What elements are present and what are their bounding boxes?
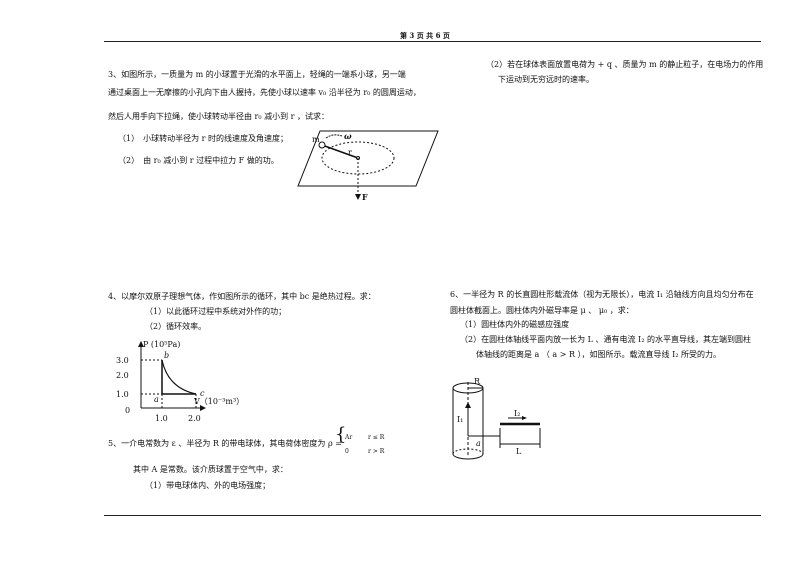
svg-text:V（10⁻³m³）: V（10⁻³m³） — [193, 397, 244, 406]
svg-text:r: r — [348, 148, 352, 157]
svg-text:c: c — [200, 389, 205, 398]
q3-sub2: （2） 由 r₀ 减小到 r 过程中拉力 F 做的功。 — [118, 156, 279, 165]
pv-diagram: P (10⁵Pa) V（10⁻³m³） 3.0 2.0 1.0 0 1.0 2.… — [116, 340, 244, 423]
table-plane — [297, 130, 439, 187]
svg-text:b: b — [164, 351, 169, 360]
case1-expr: Ar — [345, 434, 353, 441]
page-number: 第 3 页 共 6 页 — [400, 31, 450, 40]
svg-text:3.0: 3.0 — [116, 356, 129, 365]
q6-sub1: （1）圆柱体内外的磁感应强度 — [460, 320, 570, 329]
arrow-down-icon — [355, 194, 361, 200]
case2-cond: r > R — [368, 448, 385, 455]
q3-text: 然后人用手向下拉绳，使小球转动半径由 r₀ 减小到 r ，试求： — [108, 112, 330, 121]
svg-text:0: 0 — [125, 406, 130, 415]
svg-text:2.0: 2.0 — [116, 371, 129, 380]
svg-text:F: F — [362, 192, 368, 202]
q3-text: 3、如图所示，一质量为 m 的小球置于光滑的水平面上，轻绳的一端系小球，另一端 — [108, 70, 406, 79]
q5-text: 5、一介电常数为 ε 、半径为 R 的带电球体，其电荷体密度为 ρ = — [108, 439, 342, 448]
svg-text:ω: ω — [344, 131, 352, 141]
svg-text:P (10⁵Pa): P (10⁵Pa) — [143, 340, 180, 349]
case2-expr: 0 — [345, 448, 349, 455]
svg-text:L: L — [516, 447, 522, 456]
q6-text: 6、一半径为 R 的长直圆柱形载流体（视为无限长），电流 I₁ 沿轴线方向且均匀… — [450, 290, 754, 299]
cylinder-figure: R I₁ I₂ a L — [452, 377, 541, 460]
q3-sub1: （1） 小球转动半径为 r 时的线速度及角速度； — [118, 134, 288, 143]
q4-sub1: （1）以此循环过程中系统对外作的功； — [145, 307, 287, 316]
q4-text: 4、以摩尔双原子理想气体，作如图所示的循环，其中 bc 是绝热过程。求： — [108, 292, 376, 301]
q5-sub2: 下运动到无穷远时的速率。 — [498, 75, 594, 84]
q6-sub2: 体轴线的距离是 a （ a > R ），如图所示。载流直导线 I₂ 所受的力。 — [476, 350, 721, 359]
q3-text: 通过桌面上一无摩擦的小孔向下由人握持，先使小球以速率 v₀ 沿半径为 r₀ 的圆… — [108, 88, 421, 97]
svg-text:I₁: I₁ — [457, 415, 463, 424]
q3-figure: m ω r F — [297, 130, 439, 202]
svg-text:2.0: 2.0 — [188, 414, 201, 423]
svg-text:R: R — [474, 377, 481, 386]
brace: { — [335, 424, 347, 445]
footer-rule — [104, 515, 761, 516]
q6-text: 圆柱体截面上。圆柱体内外磁导率是 μ 、 μ₀ ，求： — [450, 306, 634, 315]
q4-sub2: （2）循环效率。 — [145, 322, 207, 331]
q5-text: 其中 A 是常数。该介质球置于空气中，求： — [133, 465, 288, 474]
header-rule — [104, 41, 761, 42]
svg-text:a: a — [476, 439, 481, 448]
q5-sub2: （2）若在球体表面放置电荷为 + q 、质量为 m 的静止粒子，在电场力的作用 — [486, 60, 764, 69]
svg-text:m: m — [312, 135, 320, 144]
circular-path — [321, 141, 395, 175]
ball — [318, 141, 326, 149]
svg-text:I₂: I₂ — [514, 409, 520, 418]
svg-text:a: a — [154, 395, 159, 404]
svg-text:1.0: 1.0 — [116, 390, 129, 399]
q5-sub1: （1）带电球体内、外的电场强度； — [145, 481, 271, 490]
case1-cond: r ≤ R — [368, 434, 385, 441]
q6-sub2: （2）在圆柱体轴线平面内放一长为 L 、通有电流 I₂ 的水平直导线，其左端到圆… — [460, 335, 751, 344]
svg-text:1.0: 1.0 — [155, 414, 168, 423]
